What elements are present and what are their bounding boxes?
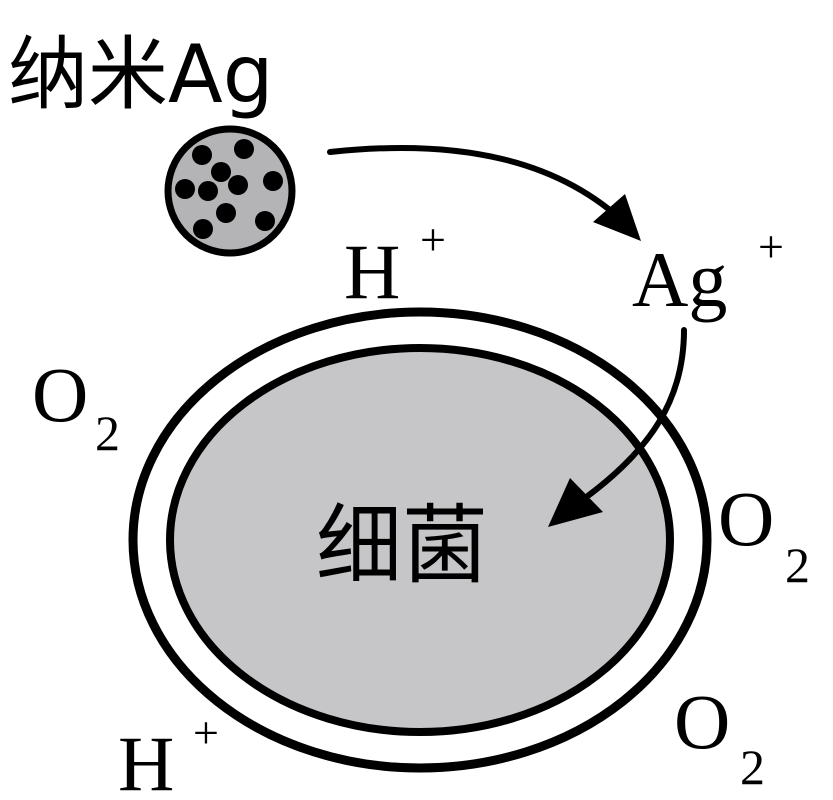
oxygen-subscript: 2 [740,739,765,795]
proton-symbol: H [344,228,400,315]
nano-ag-dot [198,181,218,201]
oxygen-subscript: 2 [785,537,810,593]
penetration-arrow-head [548,478,603,527]
oxygen-label-left: O 2 [32,351,120,461]
proton-label-bottom: H + [118,707,219,800]
proton-charge: + [420,214,446,265]
silver-ion-symbol: Ag [632,236,727,323]
nano-ag-dot [255,211,275,231]
penetration-arrow [582,327,687,501]
release-arrow-head [593,194,641,241]
nano-ag-dot [234,139,254,159]
oxygen-label-right: O 2 [718,475,810,593]
nano-ag-dot [211,162,231,182]
oxygen-symbol: O [32,351,88,438]
proton-symbol: H [118,720,174,800]
nano-ag-dot [193,219,213,239]
oxygen-symbol: O [718,475,774,562]
nano-ag-dot [216,203,236,223]
nano-ag-dot [263,171,283,191]
oxygen-subscript: 2 [95,405,120,461]
oxygen-symbol: O [674,678,730,765]
silver-ion-label: Ag + [632,221,784,323]
nano-ag-dot [228,175,248,195]
proton-label-top: H + [344,214,446,315]
nano-ag-dot [175,179,195,199]
bacterium [128,307,712,773]
silver-ion-charge: + [758,221,784,272]
nano-ag-particle [164,125,296,257]
nano-ag-label: 纳米Ag [8,28,274,121]
nano-ag-dot [192,145,212,165]
release-arrow [327,145,631,229]
bacterium-cell-body [166,344,674,736]
oxygen-label-bottom: O 2 [674,678,765,795]
proton-charge: + [193,707,219,758]
bacteria-label: 细菌 [316,496,488,596]
